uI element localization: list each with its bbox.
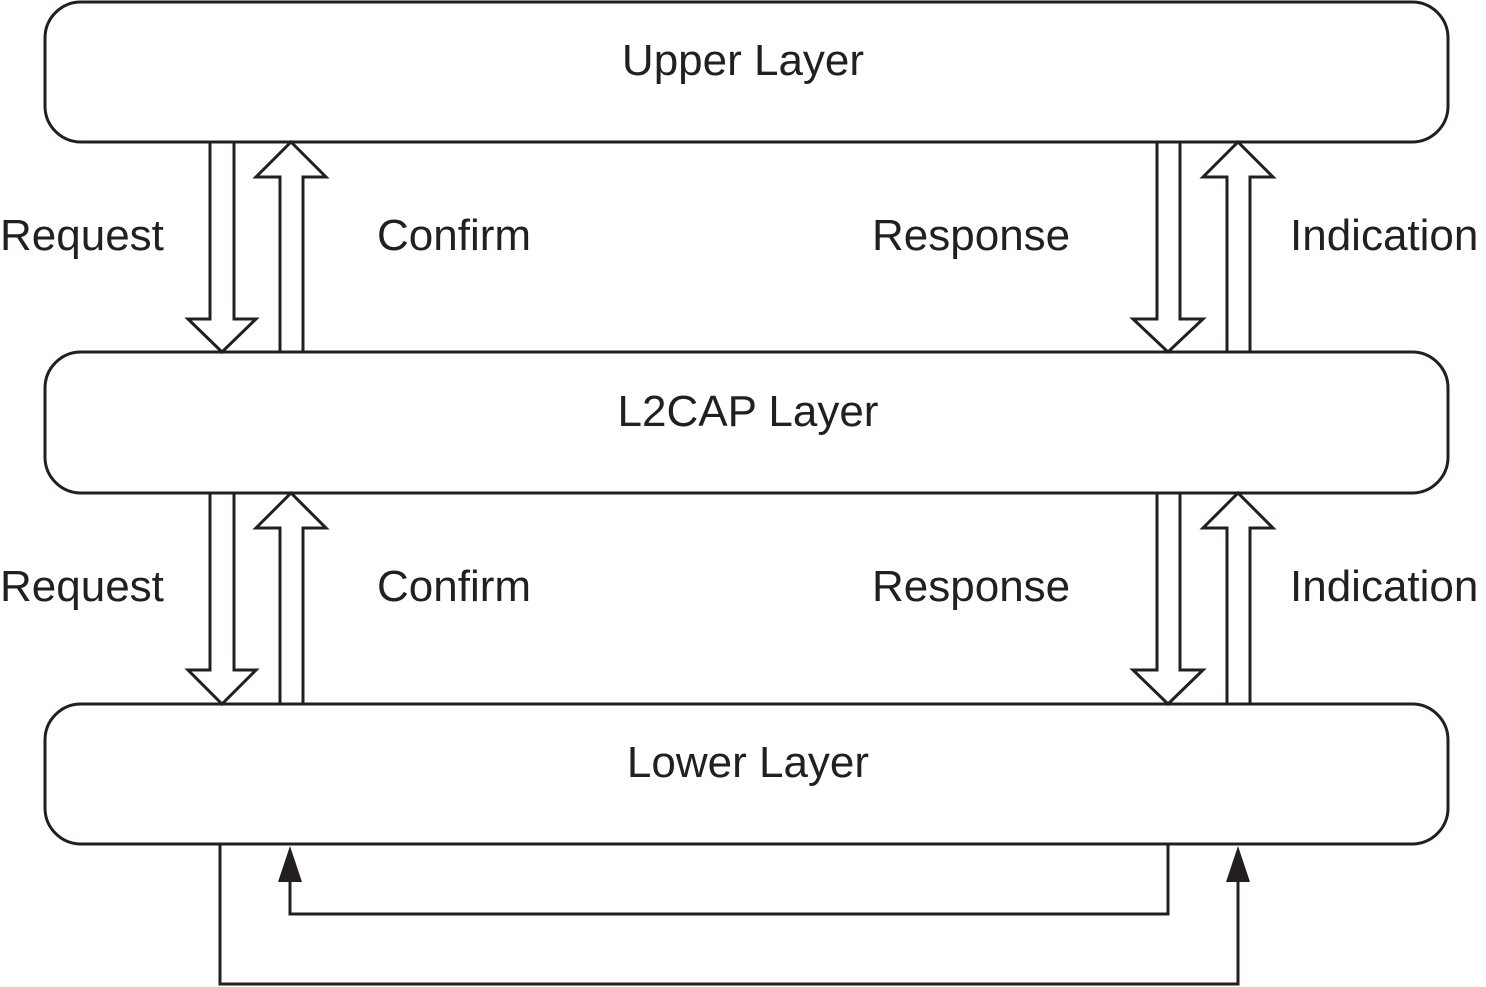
lower-primitive-labels: Request Confirm Response Indication	[0, 562, 1478, 611]
loopback-connections	[218, 844, 1250, 986]
inner-loop-line	[288, 844, 1170, 916]
indication-label-lower: Indication	[1290, 562, 1478, 611]
request-label-upper: Request	[0, 211, 164, 260]
lower-layer-label: Lower Layer	[627, 738, 869, 787]
response-label-lower: Response	[872, 562, 1070, 611]
request-down-arrow-lower	[184, 491, 260, 707]
request-label-lower: Request	[0, 562, 164, 611]
l2cap-layer: L2CAP Layer	[43, 350, 1450, 495]
lower-layer: Lower Layer	[43, 702, 1450, 846]
indication-up-arrow-upper	[1199, 139, 1277, 354]
response-down-arrow-lower	[1129, 491, 1207, 707]
upper-layer-box	[43, 0, 1450, 144]
lower-primitive-arrows	[184, 490, 1277, 707]
outer-loop-arrowhead	[1226, 846, 1250, 882]
request-down-arrow-upper	[184, 140, 260, 355]
confirm-label-upper: Confirm	[377, 211, 531, 260]
outer-loop-line	[218, 844, 1240, 986]
response-down-arrow-upper	[1129, 140, 1207, 355]
upper-layer-label: Upper Layer	[622, 36, 864, 85]
upper-primitive-arrows	[184, 139, 1277, 355]
indication-label-upper: Indication	[1290, 211, 1478, 260]
l2cap-layer-label: L2CAP Layer	[618, 387, 879, 436]
confirm-up-arrow-lower	[252, 490, 330, 706]
confirm-label-lower: Confirm	[377, 562, 531, 611]
l2cap-layer-box	[43, 350, 1450, 495]
indication-up-arrow-lower	[1199, 490, 1277, 706]
upper-layer: Upper Layer	[43, 0, 1450, 144]
confirm-up-arrow-upper	[252, 139, 330, 354]
inner-loop-arrowhead	[278, 846, 302, 882]
lower-layer-box	[43, 702, 1450, 846]
upper-primitive-labels: Request Confirm Response Indication	[0, 211, 1478, 260]
response-label-upper: Response	[872, 211, 1070, 260]
